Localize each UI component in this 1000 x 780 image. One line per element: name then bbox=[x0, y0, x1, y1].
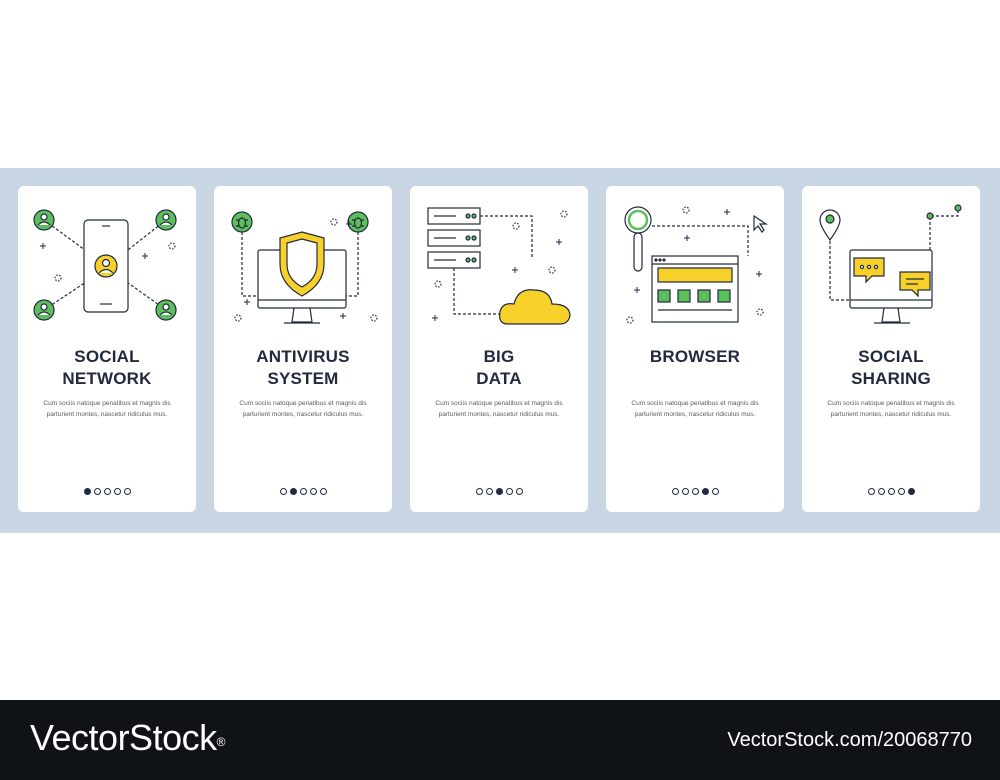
pager-dot-active[interactable] bbox=[907, 488, 915, 495]
social-sharing-monitor-icon bbox=[819, 204, 962, 324]
pager-dot[interactable] bbox=[681, 488, 689, 495]
card-title-line2: SYSTEM bbox=[267, 369, 339, 388]
card-description: Cum sociis natoque penatibus et magnis d… bbox=[239, 400, 367, 418]
pager-dot[interactable] bbox=[475, 488, 483, 495]
card-title-line2: BROWSER bbox=[649, 347, 741, 366]
card-big-data: BIG DATA Cum sociis natoque penatibus et … bbox=[410, 186, 588, 512]
card-antivirus-system: ANTIVIRUS SYSTEM Cum sociis natoque penat… bbox=[214, 186, 392, 512]
card-description: Cum sociis natoque penatibus et magnis d… bbox=[43, 400, 171, 418]
pager-dots bbox=[802, 488, 980, 495]
card-social-network: SOCIAL NETWORK Cum sociis natoque penatib… bbox=[18, 186, 196, 512]
pager-dot-active[interactable] bbox=[83, 488, 91, 495]
registered-mark: ® bbox=[216, 735, 226, 749]
pager-dot[interactable] bbox=[123, 488, 131, 495]
card-social-sharing: SOCIAL SHARING Cum sociis natoque penatib… bbox=[802, 186, 980, 512]
social-network-icon bbox=[33, 209, 177, 321]
card-title-line2: DATA bbox=[476, 369, 522, 388]
pager-dot[interactable] bbox=[485, 488, 493, 495]
card-title-line2: NETWORK bbox=[62, 369, 152, 388]
pager-dot-active[interactable] bbox=[701, 488, 709, 495]
pager-dots bbox=[606, 488, 784, 495]
pager-dot[interactable] bbox=[279, 488, 287, 495]
logo-text: VectorStock bbox=[30, 717, 217, 758]
pager-dot[interactable] bbox=[877, 488, 885, 495]
pager-dot[interactable] bbox=[711, 488, 719, 495]
pager-dot[interactable] bbox=[93, 488, 101, 495]
card-title-line1: SOCIAL bbox=[858, 347, 924, 366]
card-description: Cum sociis natoque penatibus et magnis d… bbox=[827, 400, 955, 418]
card-title-line1: SOCIAL bbox=[74, 347, 140, 366]
pager-dot[interactable] bbox=[319, 488, 327, 495]
watermark-footer: VectorStock® VectorStock.com/20068770 bbox=[0, 700, 1000, 780]
pager-dot[interactable] bbox=[515, 488, 523, 495]
card-title-line1: BIG bbox=[483, 347, 515, 366]
pager-dot[interactable] bbox=[887, 488, 895, 495]
pager-dot[interactable] bbox=[113, 488, 121, 495]
pager-dot[interactable] bbox=[897, 488, 905, 495]
card-title-line2: SHARING bbox=[851, 369, 931, 388]
pager-dots bbox=[214, 488, 392, 495]
pager-dot[interactable] bbox=[671, 488, 679, 495]
pager-dot-active[interactable] bbox=[289, 488, 297, 495]
card-browser: BROWSER Cum sociis natoque penatibus et … bbox=[606, 186, 784, 512]
pager-dot[interactable] bbox=[505, 488, 513, 495]
pager-dot-active[interactable] bbox=[495, 488, 503, 495]
image-credit: VectorStock.com/20068770 bbox=[727, 729, 972, 751]
vectorstock-logo: VectorStock® bbox=[30, 718, 225, 758]
antivirus-shield-icon bbox=[231, 211, 378, 324]
pager-dot[interactable] bbox=[103, 488, 111, 495]
pager-dots bbox=[410, 488, 588, 495]
pager-dot[interactable] bbox=[691, 488, 699, 495]
pager-dot[interactable] bbox=[309, 488, 317, 495]
card-description: Cum sociis natoque penatibus et magnis d… bbox=[435, 400, 563, 418]
pager-dot[interactable] bbox=[867, 488, 875, 495]
browser-window-icon bbox=[624, 206, 768, 324]
card-title-line1: ANTIVIRUS bbox=[256, 347, 350, 366]
big-data-cloud-icon bbox=[427, 207, 571, 325]
pager-dot[interactable] bbox=[299, 488, 307, 495]
card-description: Cum sociis natoque penatibus et magnis d… bbox=[631, 400, 759, 418]
pager-dots bbox=[18, 488, 196, 495]
